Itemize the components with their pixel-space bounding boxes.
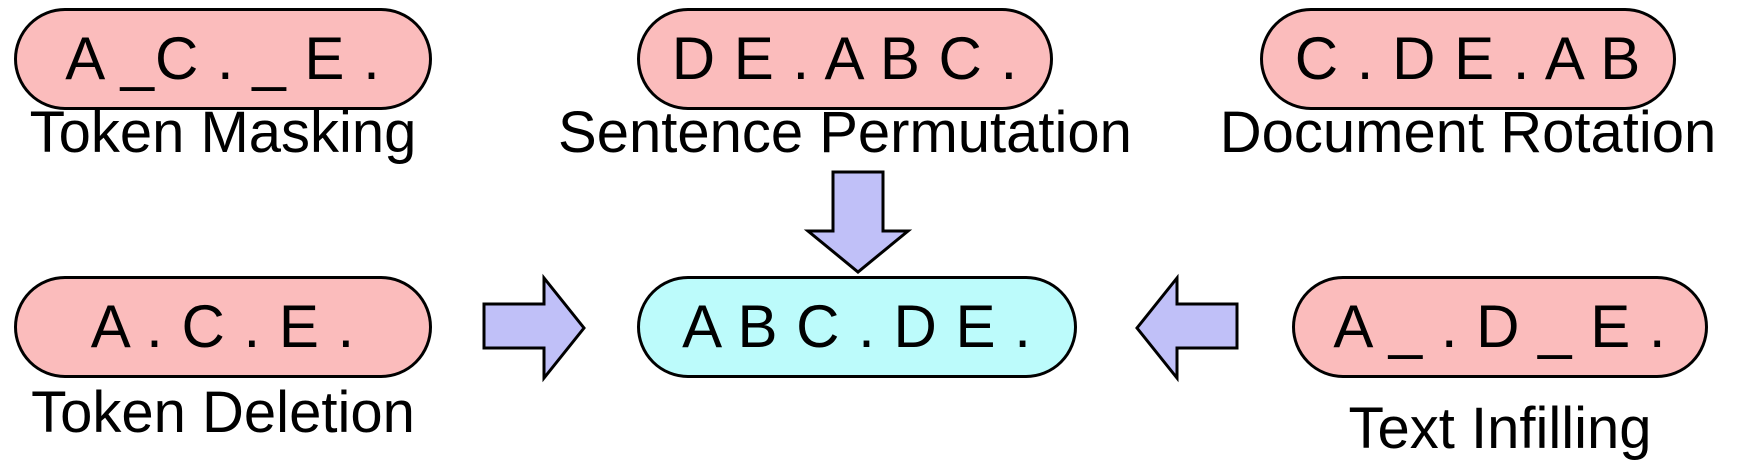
text-infilling-label: Text Infilling bbox=[1348, 396, 1652, 461]
text-infilling-sequence: A _ . D _ E . bbox=[1292, 276, 1708, 378]
original-sequence: A B C . D E . bbox=[637, 276, 1077, 378]
right-arrow-icon bbox=[482, 273, 586, 383]
token-masking-sequence: A _C . _ E . bbox=[14, 8, 432, 110]
document-rotation-label: Document Rotation bbox=[1219, 100, 1717, 165]
token-deletion-label: Token Deletion bbox=[31, 380, 415, 445]
document-rotation-sequence: C . D E . A B bbox=[1260, 8, 1676, 110]
token-masking-label: Token Masking bbox=[29, 100, 417, 165]
left-arrow-icon bbox=[1135, 273, 1239, 383]
sentence-permutation-sequence: D E . A B C . bbox=[637, 8, 1053, 110]
down-arrow-icon bbox=[803, 170, 913, 274]
token-deletion-sequence: A . C . E . bbox=[14, 276, 432, 378]
sentence-permutation-label: Sentence Permutation bbox=[558, 100, 1132, 165]
